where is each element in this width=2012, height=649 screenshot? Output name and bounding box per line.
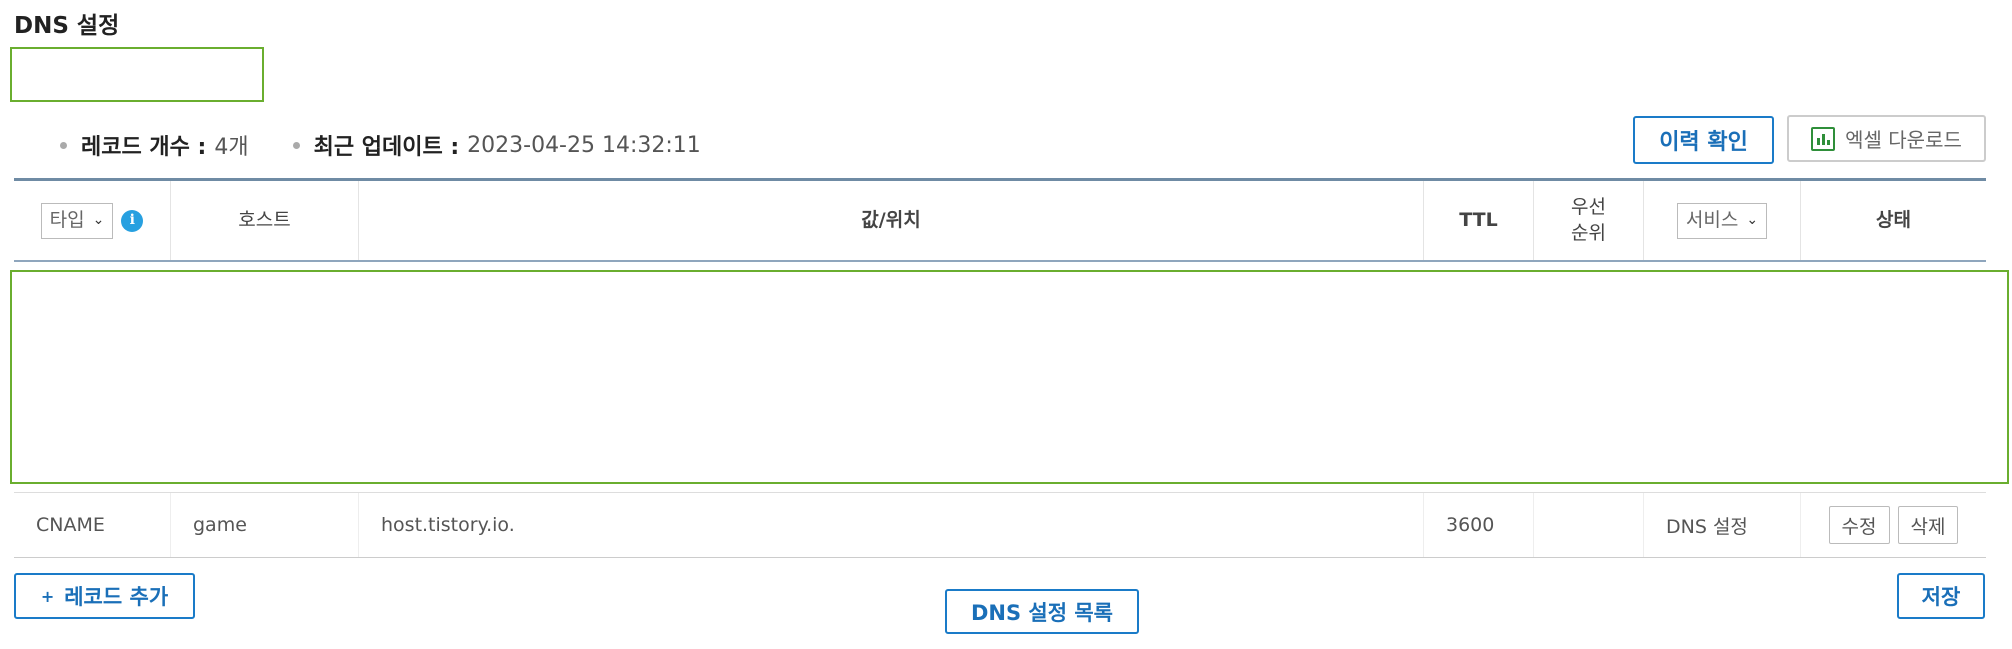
header-status: 상태 bbox=[1876, 208, 1911, 231]
dns-record-table: 타입 ⌄ i 호스트 값/위치 TTL 우선 순위 서비스 ⌄ 상태 bbox=[14, 178, 1986, 262]
header-priority-line2: 순위 bbox=[1571, 221, 1606, 244]
header-priority: 우선 순위 bbox=[1534, 181, 1644, 260]
page-title: DNS 설정 bbox=[14, 13, 120, 39]
table-row: CNAME game host.tistory.io. 3600 DNS 설정 … bbox=[14, 492, 1986, 558]
type-filter-select[interactable]: 타입 ⌄ bbox=[40, 202, 114, 239]
service-filter-label: 서비스 bbox=[1685, 208, 1739, 231]
info-icon[interactable]: i bbox=[121, 209, 144, 232]
record-count-label: 레코드 개수 : bbox=[81, 135, 207, 160]
excel-download-button[interactable]: 엑셀 다운로드 bbox=[1787, 115, 1986, 162]
delete-button[interactable]: 삭제 bbox=[1897, 506, 1959, 544]
bar-chart-icon bbox=[1811, 126, 1836, 151]
highlight-box bbox=[10, 270, 2009, 484]
header-service: 서비스 ⌄ bbox=[1644, 181, 1801, 260]
chevron-down-icon: ⌄ bbox=[92, 212, 105, 229]
edit-button[interactable]: 수정 bbox=[1828, 506, 1890, 544]
add-record-label: 레코드 추가 bbox=[64, 585, 169, 609]
service-filter-select[interactable]: 서비스 ⌄ bbox=[1676, 202, 1768, 239]
highlight-box bbox=[10, 47, 264, 102]
record-summary: 레코드 개수 : 4개 최근 업데이트 : 2023-04-25 14:32:1… bbox=[60, 128, 745, 162]
add-record-button[interactable]: + 레코드 추가 bbox=[14, 573, 195, 619]
cell-service: DNS 설정 bbox=[1644, 493, 1801, 557]
bullet-icon bbox=[292, 141, 300, 149]
plus-icon: + bbox=[40, 586, 55, 606]
table-header: 타입 ⌄ i 호스트 값/위치 TTL 우선 순위 서비스 ⌄ 상태 bbox=[14, 178, 1986, 262]
cell-ttl: 3600 bbox=[1424, 493, 1534, 557]
header-value: 값/위치 bbox=[359, 181, 1424, 260]
last-update-value: 2023-04-25 14:32:11 bbox=[467, 132, 701, 158]
last-update-label: 최근 업데이트 : bbox=[313, 135, 460, 160]
header-host: 호스트 bbox=[171, 181, 359, 260]
type-filter-label: 타입 bbox=[49, 208, 85, 231]
cell-host: game bbox=[171, 493, 359, 557]
cell-type: CNAME bbox=[14, 493, 171, 557]
cell-priority bbox=[1534, 493, 1644, 557]
header-type: 타입 ⌄ i bbox=[14, 181, 171, 260]
record-count-value: 4개 bbox=[214, 135, 249, 160]
cell-value: host.tistory.io. bbox=[359, 493, 1424, 557]
cell-actions: 수정 삭제 bbox=[1801, 493, 1986, 557]
dns-list-button[interactable]: DNS 설정 목록 bbox=[945, 589, 1139, 634]
bullet-icon bbox=[60, 141, 67, 149]
save-button[interactable]: 저장 bbox=[1897, 573, 1985, 619]
history-button[interactable]: 이력 확인 bbox=[1633, 116, 1774, 164]
excel-download-label: 엑셀 다운로드 bbox=[1845, 128, 1962, 152]
header-ttl: TTL bbox=[1424, 181, 1534, 260]
last-update: 최근 업데이트 : 2023-04-25 14:32:11 bbox=[292, 129, 701, 161]
header-priority-line1: 우선 bbox=[1571, 195, 1606, 218]
record-count: 레코드 개수 : 4개 bbox=[60, 129, 249, 161]
chevron-down-icon: ⌄ bbox=[1746, 212, 1759, 229]
